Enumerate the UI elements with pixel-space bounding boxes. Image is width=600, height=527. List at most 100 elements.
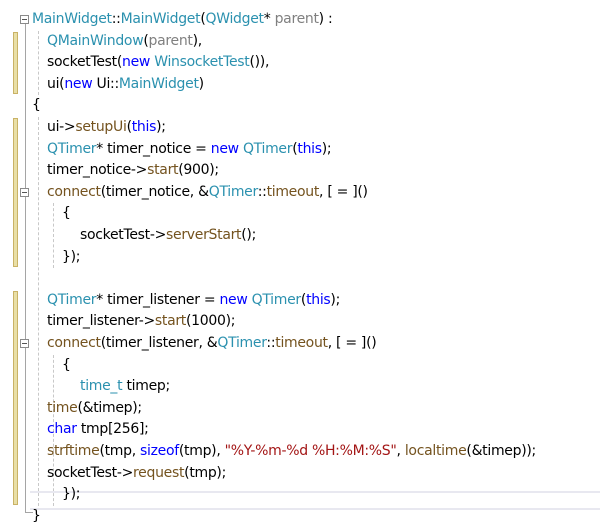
code-token: :: (111, 11, 121, 27)
change-marker (13, 118, 18, 268)
code-token: MainWidget (120, 11, 201, 27)
code-token: this (306, 291, 331, 308)
code-token: * timer_notice = (96, 140, 211, 157)
code-token: socketTest-> (80, 227, 167, 243)
code-token: char (47, 421, 77, 438)
code-token: timep; (122, 378, 170, 395)
code-token: (tmp); (184, 464, 227, 481)
code-token: WinsocketTest (154, 54, 250, 71)
code-token: sizeof (140, 443, 179, 459)
code-token: QTimer (47, 140, 97, 157)
code-token: "%Y-%m-%d %H:%M:%S" (224, 443, 397, 459)
code-token: start (154, 313, 186, 330)
code-token: timer_listener-> (47, 313, 155, 330)
code-token: ( (200, 11, 206, 27)
collapse-icon[interactable] (20, 15, 29, 24)
code-token: QTimer (242, 140, 293, 157)
outline-rail-end (25, 512, 33, 513)
code-line[interactable]: timer_listener->start(1000); (47, 311, 235, 332)
code-token: time_t (80, 378, 123, 395)
code-token: connect (47, 183, 101, 200)
code-line[interactable]: char tmp[256]; (47, 419, 149, 440)
code-token: :: (266, 335, 276, 351)
code-token: timer_notice-> (47, 162, 148, 179)
code-token: , [ = ]() (327, 335, 377, 351)
code-token: socketTest-> (47, 464, 134, 481)
indent-guide (38, 30, 39, 96)
outline-rail (25, 22, 26, 513)
code-token: strftime (47, 443, 100, 459)
code-line[interactable]: }); (62, 247, 80, 268)
code-token: QMainWindow (47, 32, 144, 49)
code-token: ); (321, 140, 332, 157)
code-line[interactable]: connect(timer_listener, &QTimer::timeout… (47, 333, 377, 354)
code-token: start (147, 162, 179, 179)
current-line-highlight (30, 491, 600, 510)
code-token: this (297, 140, 322, 157)
code-token: ()), (249, 54, 270, 71)
code-line[interactable]: timer_notice->start(900); (47, 160, 219, 181)
code-token: parent (148, 32, 193, 49)
indent-guide (53, 203, 54, 269)
code-token: { (62, 356, 71, 373)
code-line[interactable]: ui->setupUi(this); (47, 117, 166, 138)
code-token: QTimer (217, 335, 267, 351)
code-token: }); (62, 486, 81, 503)
code-token: ); (156, 119, 166, 135)
collapse-icon[interactable] (20, 339, 29, 348)
code-token: Ui:: (92, 75, 120, 92)
code-token: ), (192, 32, 203, 49)
code-line[interactable]: } (32, 506, 41, 527)
code-line[interactable]: }); (62, 484, 80, 505)
code-token: }); (62, 248, 81, 265)
code-line[interactable]: { (32, 95, 41, 116)
code-token: { (62, 205, 71, 222)
code-line[interactable]: MainWidget::MainWidget(QWidget* parent) … (32, 9, 333, 30)
code-token: (timer_listener, & (100, 335, 218, 351)
code-token: QTimer (208, 183, 258, 200)
code-line[interactable]: socketTest(new WinsocketTest()), (47, 52, 269, 73)
code-line[interactable]: socketTest->request(tmp); (47, 463, 226, 484)
code-line[interactable]: strftime(tmp, sizeof(tmp), "%Y-%m-%d %H:… (47, 441, 536, 462)
code-line[interactable]: time(&timep); (47, 398, 142, 419)
code-token: ui-> (47, 119, 76, 135)
code-token: ( (126, 119, 132, 135)
code-token: QTimer (251, 291, 302, 308)
code-token: MainWidget (118, 75, 199, 92)
code-token: connect (47, 335, 101, 351)
code-token: new (219, 291, 248, 308)
code-token: new (64, 75, 93, 92)
code-token: ( (300, 291, 307, 308)
code-token: request (133, 464, 185, 481)
code-line[interactable]: { (62, 355, 71, 376)
code-line[interactable]: ui(new Ui::MainWidget) (47, 74, 204, 95)
code-line[interactable]: QTimer* timer_notice = new QTimer(this); (47, 139, 332, 160)
code-token: , [ = ]() (319, 183, 368, 200)
code-token: ) : (318, 11, 333, 27)
code-line[interactable]: socketTest->serverStart(); (80, 225, 256, 246)
code-token: this (131, 119, 157, 135)
collapse-icon[interactable] (20, 187, 29, 197)
indent-guide (38, 117, 39, 506)
code-token: serverStart (166, 227, 242, 243)
code-token: (1000); (186, 313, 236, 330)
code-line[interactable]: QTimer* timer_listener = new QTimer(this… (47, 290, 340, 311)
code-line[interactable]: QMainWindow(parent), (47, 31, 202, 52)
code-line[interactable]: { (62, 203, 71, 224)
code-token: } (32, 507, 41, 524)
code-token: (tmp, (99, 443, 141, 459)
code-token: * (263, 11, 275, 27)
code-token: timeout (266, 183, 320, 200)
code-token: ( (292, 140, 298, 157)
code-token: (); (241, 227, 256, 243)
code-token: ); (330, 291, 341, 308)
code-line[interactable]: time_t timep; (80, 376, 170, 397)
code-token: * timer_listener = (96, 291, 220, 308)
code-token: ui( (47, 75, 65, 92)
code-token: (&timep); (77, 399, 142, 416)
code-token: tmp[256]; (76, 421, 149, 438)
code-line[interactable]: connect(timer_notice, &QTimer::timeout, … (47, 182, 368, 203)
code-token: MainWidget (32, 11, 112, 27)
code-token: QWidget (205, 11, 264, 27)
